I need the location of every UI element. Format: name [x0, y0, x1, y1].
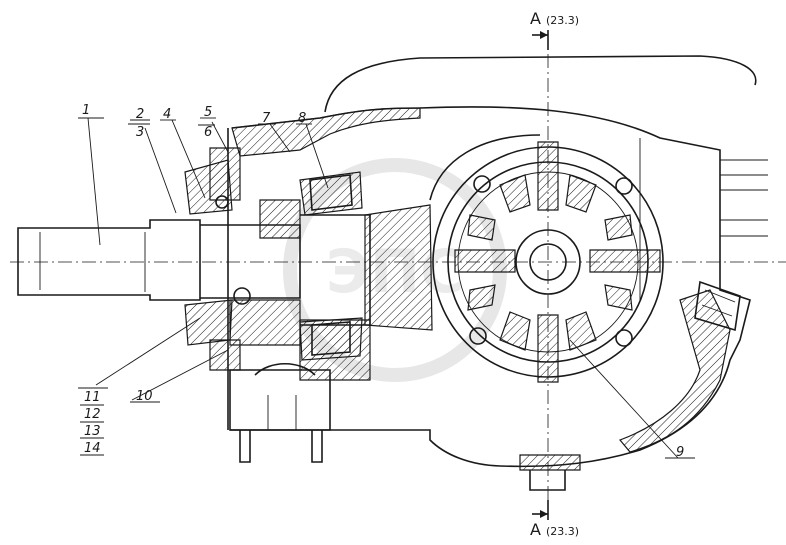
callout-labels: 1 2 3 4 5 6 7 8 9 10 11 12 13 14 — [82, 103, 684, 460]
housing-walls — [209, 107, 731, 471]
center-lines — [10, 30, 786, 520]
callout-2: 2 — [136, 107, 144, 122]
callout-10: 10 — [136, 389, 153, 404]
ring-gear — [364, 134, 541, 331]
callout-9: 9 — [676, 445, 684, 460]
section-marker-top: A (23.3) — [530, 9, 579, 50]
leader-lines — [78, 117, 695, 459]
bearings — [184, 159, 363, 361]
section-ref-bottom: (23.3) — [546, 525, 579, 538]
callout-5: 5 — [204, 105, 212, 120]
drain-plug — [694, 280, 741, 332]
callout-1: 1 — [82, 103, 90, 118]
callout-4: 4 — [163, 107, 171, 122]
section-letter-bottom: A — [530, 520, 541, 539]
callout-14: 14 — [84, 441, 101, 456]
section-ref-top: (23.3) — [546, 14, 579, 27]
callout-12: 12 — [84, 407, 101, 422]
callout-13: 13 — [84, 424, 101, 439]
flange-studs — [229, 363, 566, 491]
callout-11: 11 — [84, 390, 101, 405]
section-letter-top: A — [530, 9, 541, 28]
callout-6: 6 — [204, 125, 212, 140]
callout-7: 7 — [262, 111, 271, 126]
section-marker-bottom: A (23.3) — [530, 500, 579, 539]
callout-3: 3 — [136, 125, 144, 140]
callout-8: 8 — [298, 111, 306, 126]
